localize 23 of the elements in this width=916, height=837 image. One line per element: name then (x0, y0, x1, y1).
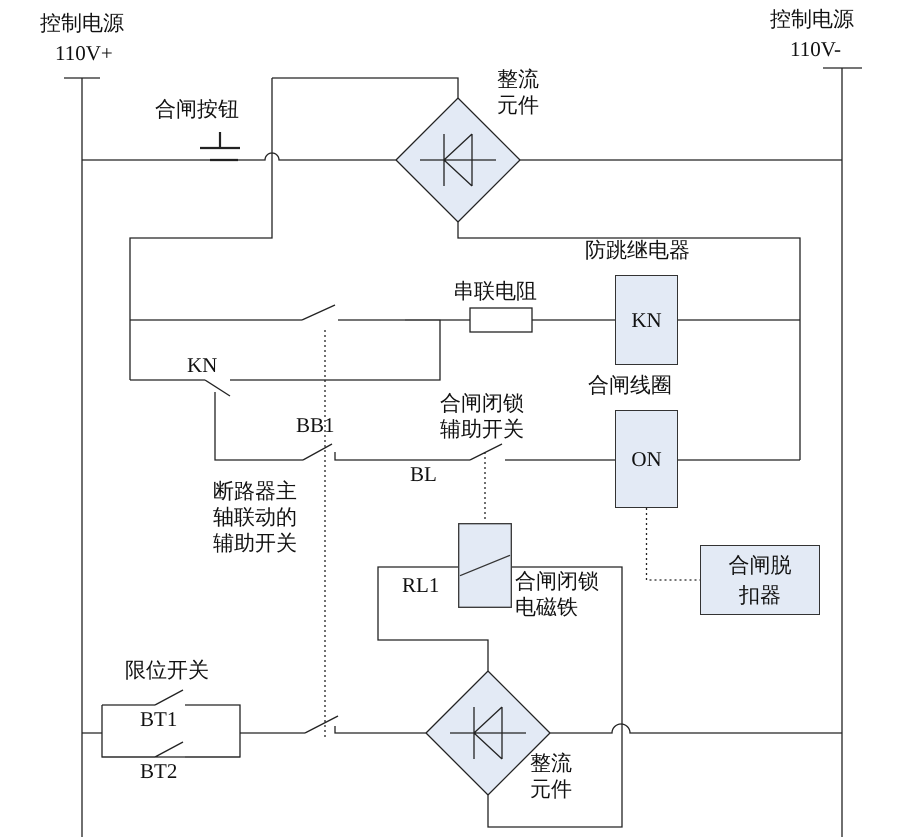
coil-label: ON (631, 446, 662, 473)
contact-label: KN (187, 352, 218, 378)
component-label: 限位开关 (125, 657, 209, 683)
contact-label: BT2 (140, 758, 178, 784)
component-label: 整流元件 (497, 66, 540, 118)
voltage-label: 110V- (790, 36, 841, 62)
contact-label: BL (410, 461, 437, 487)
voltage-label: 110V+ (55, 40, 113, 66)
component-label: 串联电阻 (453, 278, 537, 304)
contact-label: RL1 (402, 572, 440, 598)
component-label: 整流元件 (530, 750, 573, 802)
component-label: 断路器主轴联动的辅助开关 (213, 478, 298, 556)
component-label: 合闸线圈 (588, 372, 672, 398)
coil-label: KN (631, 307, 662, 334)
contact-label: BB1 (296, 412, 335, 438)
power-label: 控制电源 (40, 10, 124, 36)
component-label: 防跳继电器 (585, 237, 690, 263)
contact-label: BT1 (140, 706, 178, 732)
power-label: 控制电源 (770, 6, 854, 32)
component-label: 合闸闭锁辅助开关 (440, 390, 525, 442)
component-label: 合闸按钮 (155, 96, 239, 122)
component-label: 合闸闭锁电磁铁 (515, 568, 600, 620)
device-label: 合闸脱扣器 (728, 552, 792, 609)
